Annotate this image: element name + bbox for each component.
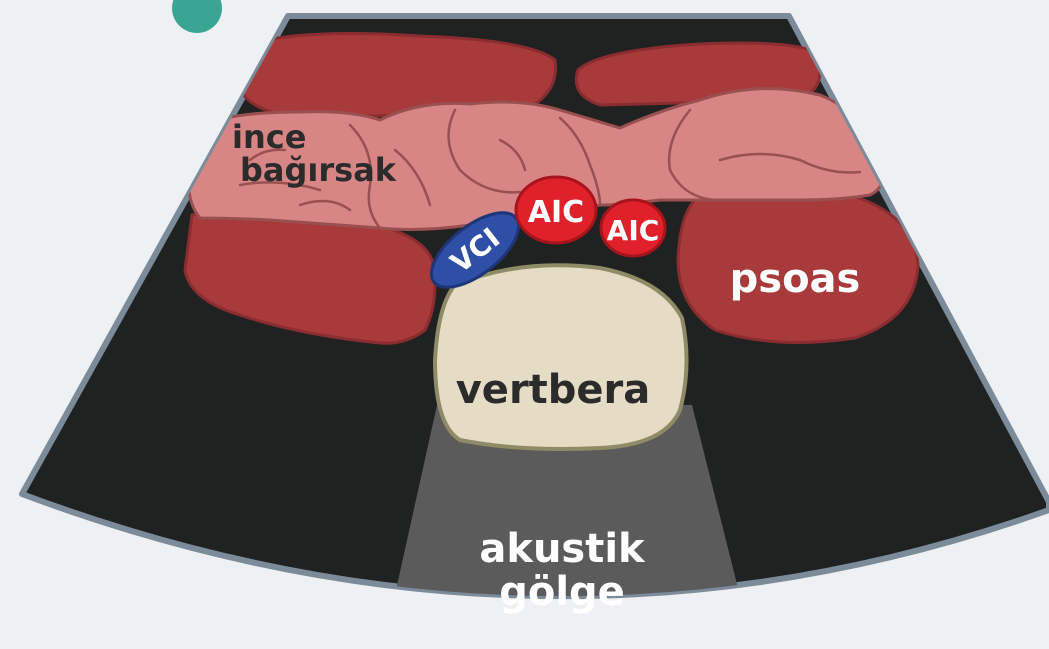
aorta-left-label: AIC <box>528 195 584 230</box>
aorta-right-label: AIC <box>607 214 660 247</box>
small-intestine-label-line2: bağırsak <box>240 151 397 189</box>
decorative-dot <box>172 0 222 33</box>
vertebra <box>435 265 687 449</box>
vertebra-label: vertbera <box>456 367 651 413</box>
acoustic-shadow-label-line1: akustik <box>479 526 646 572</box>
acoustic-shadow-label-line2: gölge <box>499 569 625 615</box>
psoas-label: psoas <box>730 256 861 302</box>
